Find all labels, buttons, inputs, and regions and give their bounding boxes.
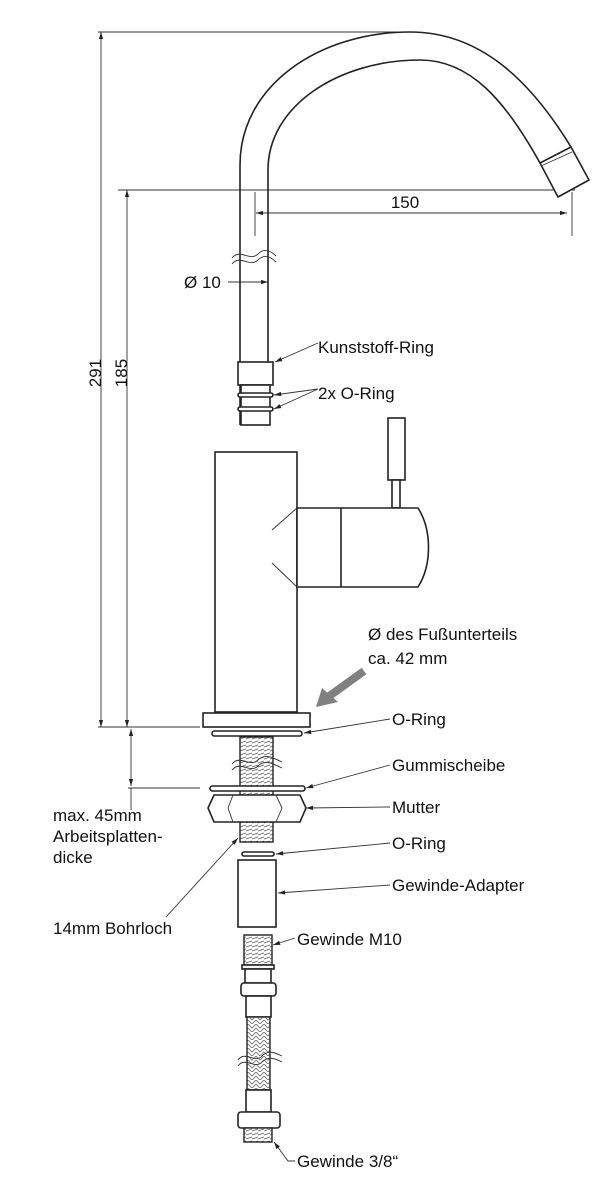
- label-rubber-washer: Gummischeibe: [392, 756, 505, 775]
- label-arbeitsplatten: Arbeitsplatten-: [53, 827, 163, 846]
- o-ring-base: [211, 730, 303, 737]
- dim-291: 291: [86, 359, 105, 387]
- dim-185: 185: [112, 359, 131, 387]
- label-thread-adapter: Gewinde-Adapter: [392, 876, 525, 895]
- hose-nut: [240, 982, 277, 997]
- label-o-ring-lower: O-Ring: [392, 834, 446, 853]
- plastic-ring: [237, 361, 274, 386]
- o-ring-lower: [241, 851, 275, 857]
- spout-nozzle: [538, 145, 591, 199]
- label-thread-m10: Gewinde M10: [297, 930, 402, 949]
- label-nut: Mutter: [392, 798, 441, 817]
- thread-adapter: [237, 859, 277, 928]
- braided-hose: [246, 1016, 271, 1091]
- dim-150: 150: [391, 193, 419, 212]
- label-base-diameter: Ø des Fußunterteils: [368, 625, 517, 644]
- supply-hose: [237, 934, 283, 1143]
- label-dicke: dicke: [53, 848, 93, 867]
- o-ring: [237, 392, 274, 398]
- dim-diameter-10: Ø 10: [184, 273, 221, 292]
- mounting-kit: [207, 730, 307, 928]
- lever: [387, 417, 406, 481]
- label-o-ring-base: O-Ring: [392, 710, 446, 729]
- hose-nut: [237, 1111, 281, 1129]
- base-arrow: [325, 667, 367, 701]
- leader-lines: [165, 342, 391, 1162]
- label-plastic-ring: Kunststoff-Ring: [318, 338, 434, 357]
- rubber-washer: [209, 785, 306, 792]
- nut: [207, 794, 307, 823]
- m10-thread: [243, 934, 273, 966]
- label-base-diameter-value: ca. 42 mm: [368, 649, 447, 668]
- o-ring: [237, 406, 274, 412]
- faucet-body: [202, 417, 430, 728]
- base-plate: [202, 712, 311, 728]
- label-2x-o-ring: 2x O-Ring: [318, 384, 395, 403]
- thread-3-8: [243, 1127, 273, 1143]
- label-thread-3-8: Gewinde 3/8“: [297, 1152, 398, 1171]
- handle: [296, 507, 430, 588]
- dimension-lines: [98, 31, 575, 810]
- label-drill-hole: 14mm Bohrloch: [53, 919, 172, 938]
- spout: [231, 31, 591, 426]
- label-max-45mm: max. 45mm: [53, 806, 142, 825]
